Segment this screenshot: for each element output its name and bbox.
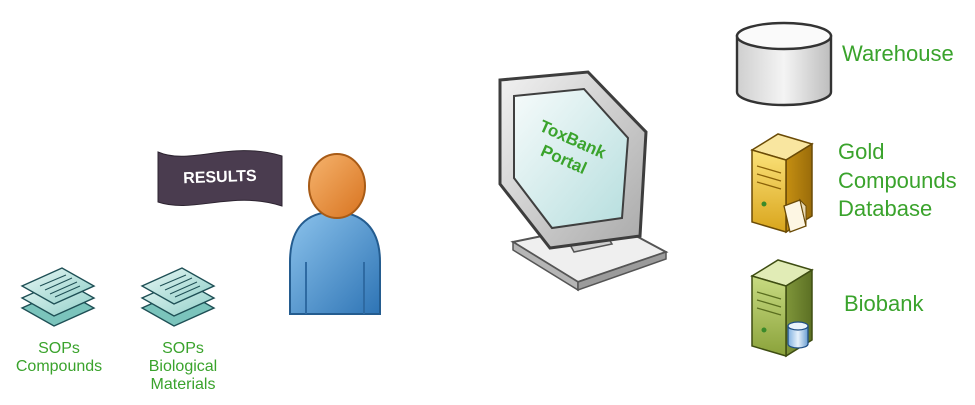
biobank-label: Biobank [844,290,924,319]
gold-compounds-database-label: Gold Compounds Database [838,138,957,224]
label-line: SOPs [4,340,114,358]
document-stack-icon [142,268,214,326]
gold-server-icon [752,134,812,232]
label-line: Compounds [838,167,957,196]
green-server-icon [752,260,812,356]
warehouse-label: Warehouse [842,40,954,69]
label-line: Gold [838,138,957,167]
sops-biological-materials-label: SOPs Biological Materials [128,340,238,394]
label-line: SOPs [128,340,238,358]
database-cylinder-icon [737,23,831,105]
label-line: Warehouse [842,40,954,69]
person-icon [290,154,380,314]
sops-compounds-label: SOPs Compounds [4,340,114,376]
label-line: Compounds [4,358,114,376]
label-line: Database [838,195,957,224]
label-line: Materials [128,376,238,394]
document-stack-icon [22,268,94,326]
label-line: Biobank [844,290,924,319]
label-line: Biological [128,358,238,376]
results-banner-label: RESULTS [170,166,271,189]
